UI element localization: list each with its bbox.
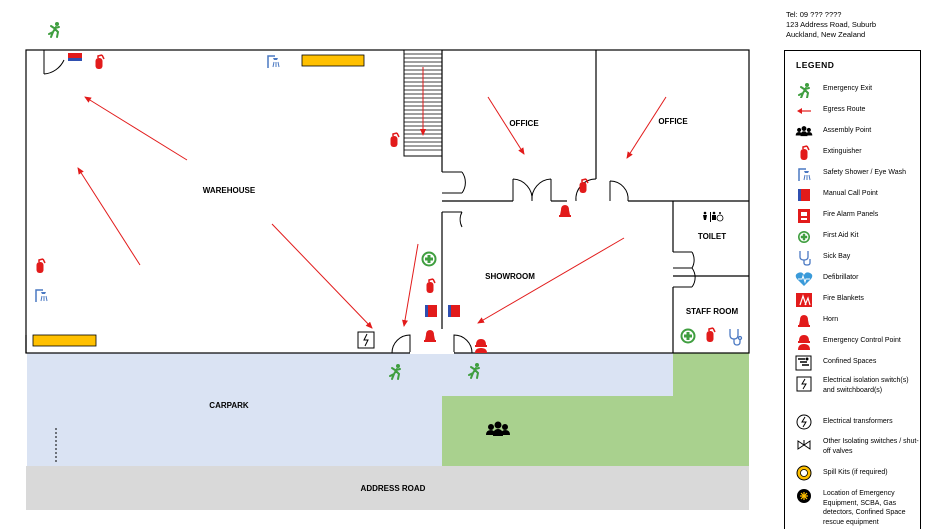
egress-arrow (402, 243, 419, 327)
electrical-isolation-icon (796, 376, 812, 392)
legend-title: LEGEND (796, 60, 835, 70)
interior-walls (25, 50, 749, 353)
egress-arrow (84, 96, 188, 161)
manual-call-point-icon (448, 305, 460, 317)
manual-call-point-icon (425, 305, 437, 317)
horn-icon (559, 205, 571, 217)
egress-route-icon (797, 108, 811, 114)
storage-rack-bottom (32, 334, 97, 347)
egress-arrow (271, 223, 373, 329)
defibrillator-icon (795, 272, 813, 286)
door-swings (43, 50, 696, 354)
egress-routes (77, 67, 667, 329)
site-address-line-1: 123 Address Road, Suburb (786, 20, 877, 29)
extinguisher-icon (94, 54, 105, 70)
site-address-line-2: Auckland, New Zealand (786, 30, 866, 39)
room-label-office-1: OFFICE (509, 119, 539, 128)
egress-arrow (477, 237, 625, 324)
egress-arrow (626, 96, 667, 159)
isolating-valve-icon (797, 440, 811, 450)
emergency-control-point-icon (798, 335, 810, 350)
room-label-showroom: SHOWROOM (485, 272, 535, 281)
sick-bay-icon (729, 329, 743, 346)
horn-icon (424, 330, 436, 342)
electrical-isolation-icon (357, 331, 375, 349)
extinguisher-icon (578, 178, 589, 194)
emergency-equipment-icon (797, 489, 811, 503)
area-label-carpark: CARPARK (209, 401, 249, 410)
confined-spaces-icon (795, 355, 812, 371)
address-road-area (26, 466, 749, 510)
area-label-address-road: ADDRESS ROAD (361, 484, 426, 493)
legend-panel: LEGEND Emergency Exit Egress Route Assem… (784, 50, 921, 529)
site-telephone: Tel: 09 ??? ???? (786, 10, 842, 19)
site-address-block: Tel: 09 ??? ???? 123 Address Road, Subur… (786, 10, 876, 40)
extinguisher-icon (705, 327, 716, 343)
manual-call-point-icon (68, 53, 82, 61)
egress-arrow (487, 96, 525, 155)
extinguisher-icon (799, 145, 810, 161)
fire-alarm-panel-icon (798, 209, 810, 223)
extinguisher-icon (35, 258, 46, 274)
emergency-control-point-icon (475, 339, 487, 353)
storage-rack-top (301, 54, 365, 67)
extinguisher-icon (389, 132, 400, 148)
sick-bay-icon (799, 251, 811, 266)
first-aid-kit-icon (421, 251, 437, 267)
safety-shower-icon (267, 55, 280, 69)
toilet-icon (703, 211, 724, 222)
emergency-exit-icon (798, 82, 810, 98)
safety-shower-icon (35, 289, 48, 303)
spill-kit-icon (796, 465, 812, 481)
room-label-warehouse: WAREHOUSE (203, 186, 256, 195)
fire-blanket-icon (796, 293, 812, 307)
assembly-point-icon (795, 126, 813, 137)
safety-shower-icon (798, 168, 811, 182)
carpark-lower-area (27, 396, 442, 466)
extinguisher-icon (425, 278, 436, 294)
first-aid-kit-icon (798, 231, 810, 243)
room-label-toilet: TOILET (698, 232, 726, 241)
egress-arrow (77, 167, 141, 266)
room-label-office-2: OFFICE (658, 117, 688, 126)
electrical-transformer-icon (796, 414, 812, 430)
room-label-staff-room: STAFF ROOM (686, 307, 739, 316)
manual-call-point-icon (798, 189, 810, 201)
horn-icon (798, 315, 810, 327)
emergency-exit-icon (48, 21, 60, 38)
first-aid-kit-icon (680, 328, 696, 344)
